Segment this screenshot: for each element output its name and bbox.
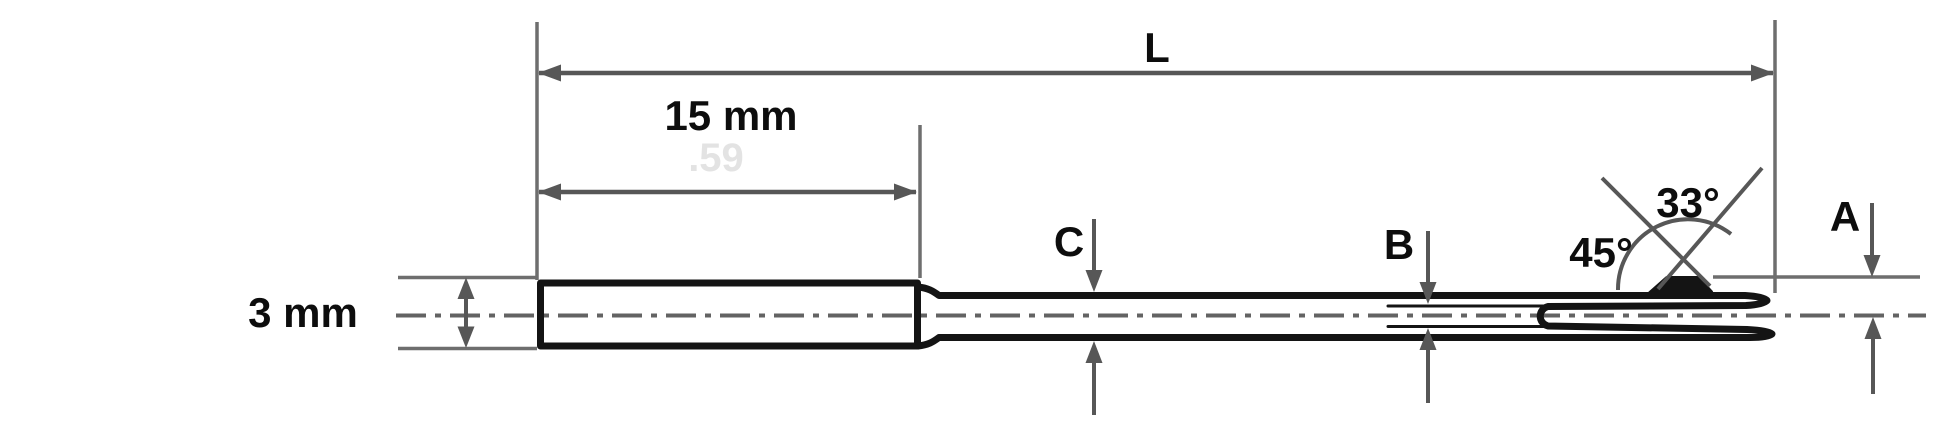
arrowhead-b-down [1419, 282, 1437, 304]
dimension-labels: .59 L 15 mm 3 mm C B A 45° 33° [248, 24, 1860, 336]
arrowhead-b-up [1419, 328, 1437, 350]
arrowhead-15mm-right [894, 183, 917, 201]
arrowhead-3mm-down [457, 326, 475, 348]
dim-b-label: B [1384, 221, 1414, 268]
overall-length-label: L [1144, 24, 1170, 71]
angle-arc [1615, 217, 1733, 291]
shaft-and-fork-outline [914, 283, 1776, 350]
part-outline [537, 276, 1776, 350]
arrowhead-a-down [1863, 255, 1881, 277]
extension-lines [398, 20, 1920, 351]
dim-c-label: C [1054, 218, 1084, 265]
arrowhead-c-up [1085, 341, 1103, 363]
arrowhead-15mm-left [538, 183, 561, 201]
arrowhead-l-left [538, 64, 561, 82]
arrowhead-3mm-up [457, 277, 475, 299]
angle-33-line [1656, 166, 1764, 291]
dimension-lines [464, 70, 1875, 415]
dim-a-label: A [1830, 193, 1860, 240]
ghost-watermark-text: .59 [688, 136, 744, 180]
arrowhead-l-right [1751, 64, 1774, 82]
handle-length-label: 15 mm [664, 92, 797, 139]
arrowhead-c-down [1085, 270, 1103, 292]
arrowhead-a-up [1864, 317, 1882, 339]
angle-33-label: 33° [1656, 179, 1720, 226]
handle-outline [537, 279, 921, 350]
angle-45-line [1600, 176, 1712, 288]
angle-45-label: 45° [1569, 229, 1633, 276]
arrowheads [457, 64, 1882, 363]
handle-diameter-label: 3 mm [248, 289, 358, 336]
